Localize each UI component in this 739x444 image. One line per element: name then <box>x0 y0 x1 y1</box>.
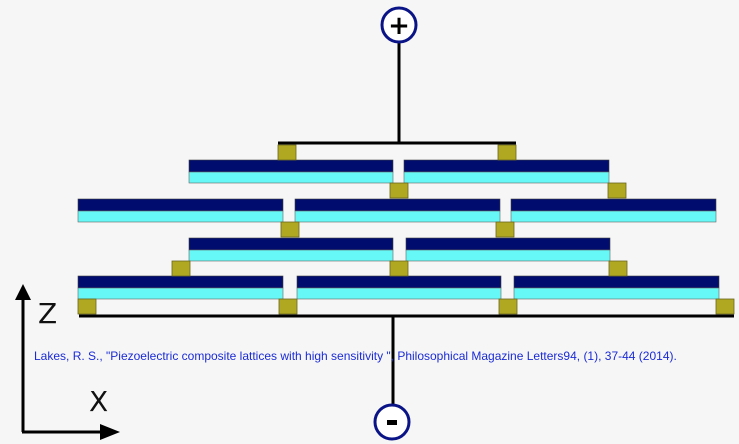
z-axis-label: Z <box>38 297 57 330</box>
joint-block <box>77 298 97 315</box>
dark-layer <box>77 275 284 289</box>
joints <box>77 144 735 315</box>
positive-terminal-ring <box>380 6 418 44</box>
dark-layer <box>296 275 502 289</box>
piezo-element <box>403 159 610 184</box>
dark-layer <box>188 237 394 251</box>
cyan-layer <box>294 210 501 223</box>
piezo-element <box>188 159 394 184</box>
axes: Z X <box>15 284 120 440</box>
dark-layer <box>403 159 610 173</box>
joint-block <box>277 144 297 161</box>
cyan-layer <box>513 287 720 300</box>
minus-icon <box>387 420 397 425</box>
wires <box>79 42 734 405</box>
joint-block <box>495 221 515 238</box>
piezo-element <box>294 198 501 223</box>
positive-terminal: + <box>380 6 418 44</box>
joint-block <box>280 221 300 238</box>
joint-block <box>389 182 409 199</box>
piezo-element <box>296 275 502 300</box>
cyan-layer <box>403 171 610 184</box>
piezo-element <box>405 237 611 262</box>
joint-block <box>171 260 191 277</box>
citation-text: Lakes, R. S., "Piezoelectric composite l… <box>34 349 677 363</box>
plus-icon: + <box>388 11 410 41</box>
dark-layer <box>513 275 720 289</box>
dark-layer <box>77 198 284 212</box>
joint-block <box>278 298 298 315</box>
dark-layer <box>188 159 394 173</box>
cyan-layer <box>188 249 394 262</box>
joint-block <box>498 298 518 315</box>
joint-block <box>715 298 735 315</box>
piezo-layers <box>77 159 720 300</box>
dark-layer <box>294 198 501 212</box>
piezo-element <box>77 198 284 223</box>
piezo-element <box>510 198 717 223</box>
x-arrowhead-icon <box>100 424 120 440</box>
dark-layer <box>405 237 611 251</box>
piezo-element <box>513 275 720 300</box>
cyan-layer <box>188 171 394 184</box>
cyan-layer <box>510 210 717 223</box>
joint-block <box>608 260 628 277</box>
x-axis-label: X <box>89 385 108 418</box>
joint-block <box>607 182 627 199</box>
piezo-element <box>77 275 284 300</box>
negative-terminal <box>373 403 411 441</box>
z-arrowhead-icon <box>15 284 31 300</box>
cyan-layer <box>405 249 611 262</box>
cyan-layer <box>77 210 284 223</box>
joint-block <box>497 144 517 161</box>
piezo-element <box>188 237 394 262</box>
cyan-layer <box>77 287 284 300</box>
dark-layer <box>510 198 717 212</box>
joint-block <box>389 260 409 277</box>
cyan-layer <box>296 287 502 300</box>
